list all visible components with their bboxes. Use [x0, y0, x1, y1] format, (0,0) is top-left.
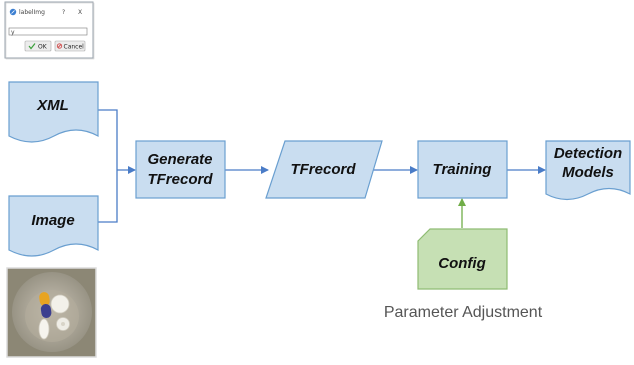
training-node: Training: [417, 140, 508, 199]
app-logo-icon: [9, 8, 17, 16]
xml-label: XML: [36, 97, 69, 114]
check-icon: [28, 43, 36, 50]
label-input[interactable]: [8, 27, 88, 36]
cancel-button[interactable]: Cancel: [54, 40, 86, 52]
config-node: Config: [417, 228, 508, 290]
generate-tfrecord-node: Generate TFrecord: [135, 140, 226, 199]
ok-button[interactable]: OK: [24, 40, 52, 52]
pills-on-tray-photo: [6, 267, 97, 358]
parameter-adjustment-caption: Parameter Adjustment: [384, 304, 543, 321]
image-node: Image: [8, 195, 99, 257]
connectors: [98, 109, 546, 228]
generate-label-line1: Generate: [147, 151, 212, 168]
tfrecord-node: TFrecord: [265, 140, 383, 199]
detection-label-line1: Detection: [554, 145, 622, 162]
image-connector: [98, 170, 118, 223]
generate-label-line2: TFrecord: [147, 171, 213, 188]
xml-node: XML: [8, 81, 99, 143]
label-dialog[interactable]: labelImg ? X y OK Cancel: [4, 1, 95, 60]
oval-pill: [38, 318, 50, 340]
tfrecord-label: TFrecord: [290, 161, 356, 178]
training-label: Training: [433, 161, 492, 178]
image-label: Image: [31, 212, 74, 229]
cancel-label: Cancel: [64, 44, 85, 51]
config-label: Config: [438, 255, 485, 272]
detection-label-line2: Models: [562, 164, 614, 181]
xml-connector: [98, 109, 118, 170]
dialog-title: labelImg: [19, 9, 45, 16]
close-icon[interactable]: X: [78, 9, 82, 16]
ok-label: OK: [38, 44, 48, 51]
capsule-pill: [39, 292, 52, 318]
cancel-icon: [56, 43, 63, 49]
label-input-value: y: [11, 29, 15, 36]
round-pill-top: [50, 294, 70, 314]
detection-models-node: Detection Models: [545, 140, 631, 201]
help-icon[interactable]: ?: [62, 9, 65, 16]
